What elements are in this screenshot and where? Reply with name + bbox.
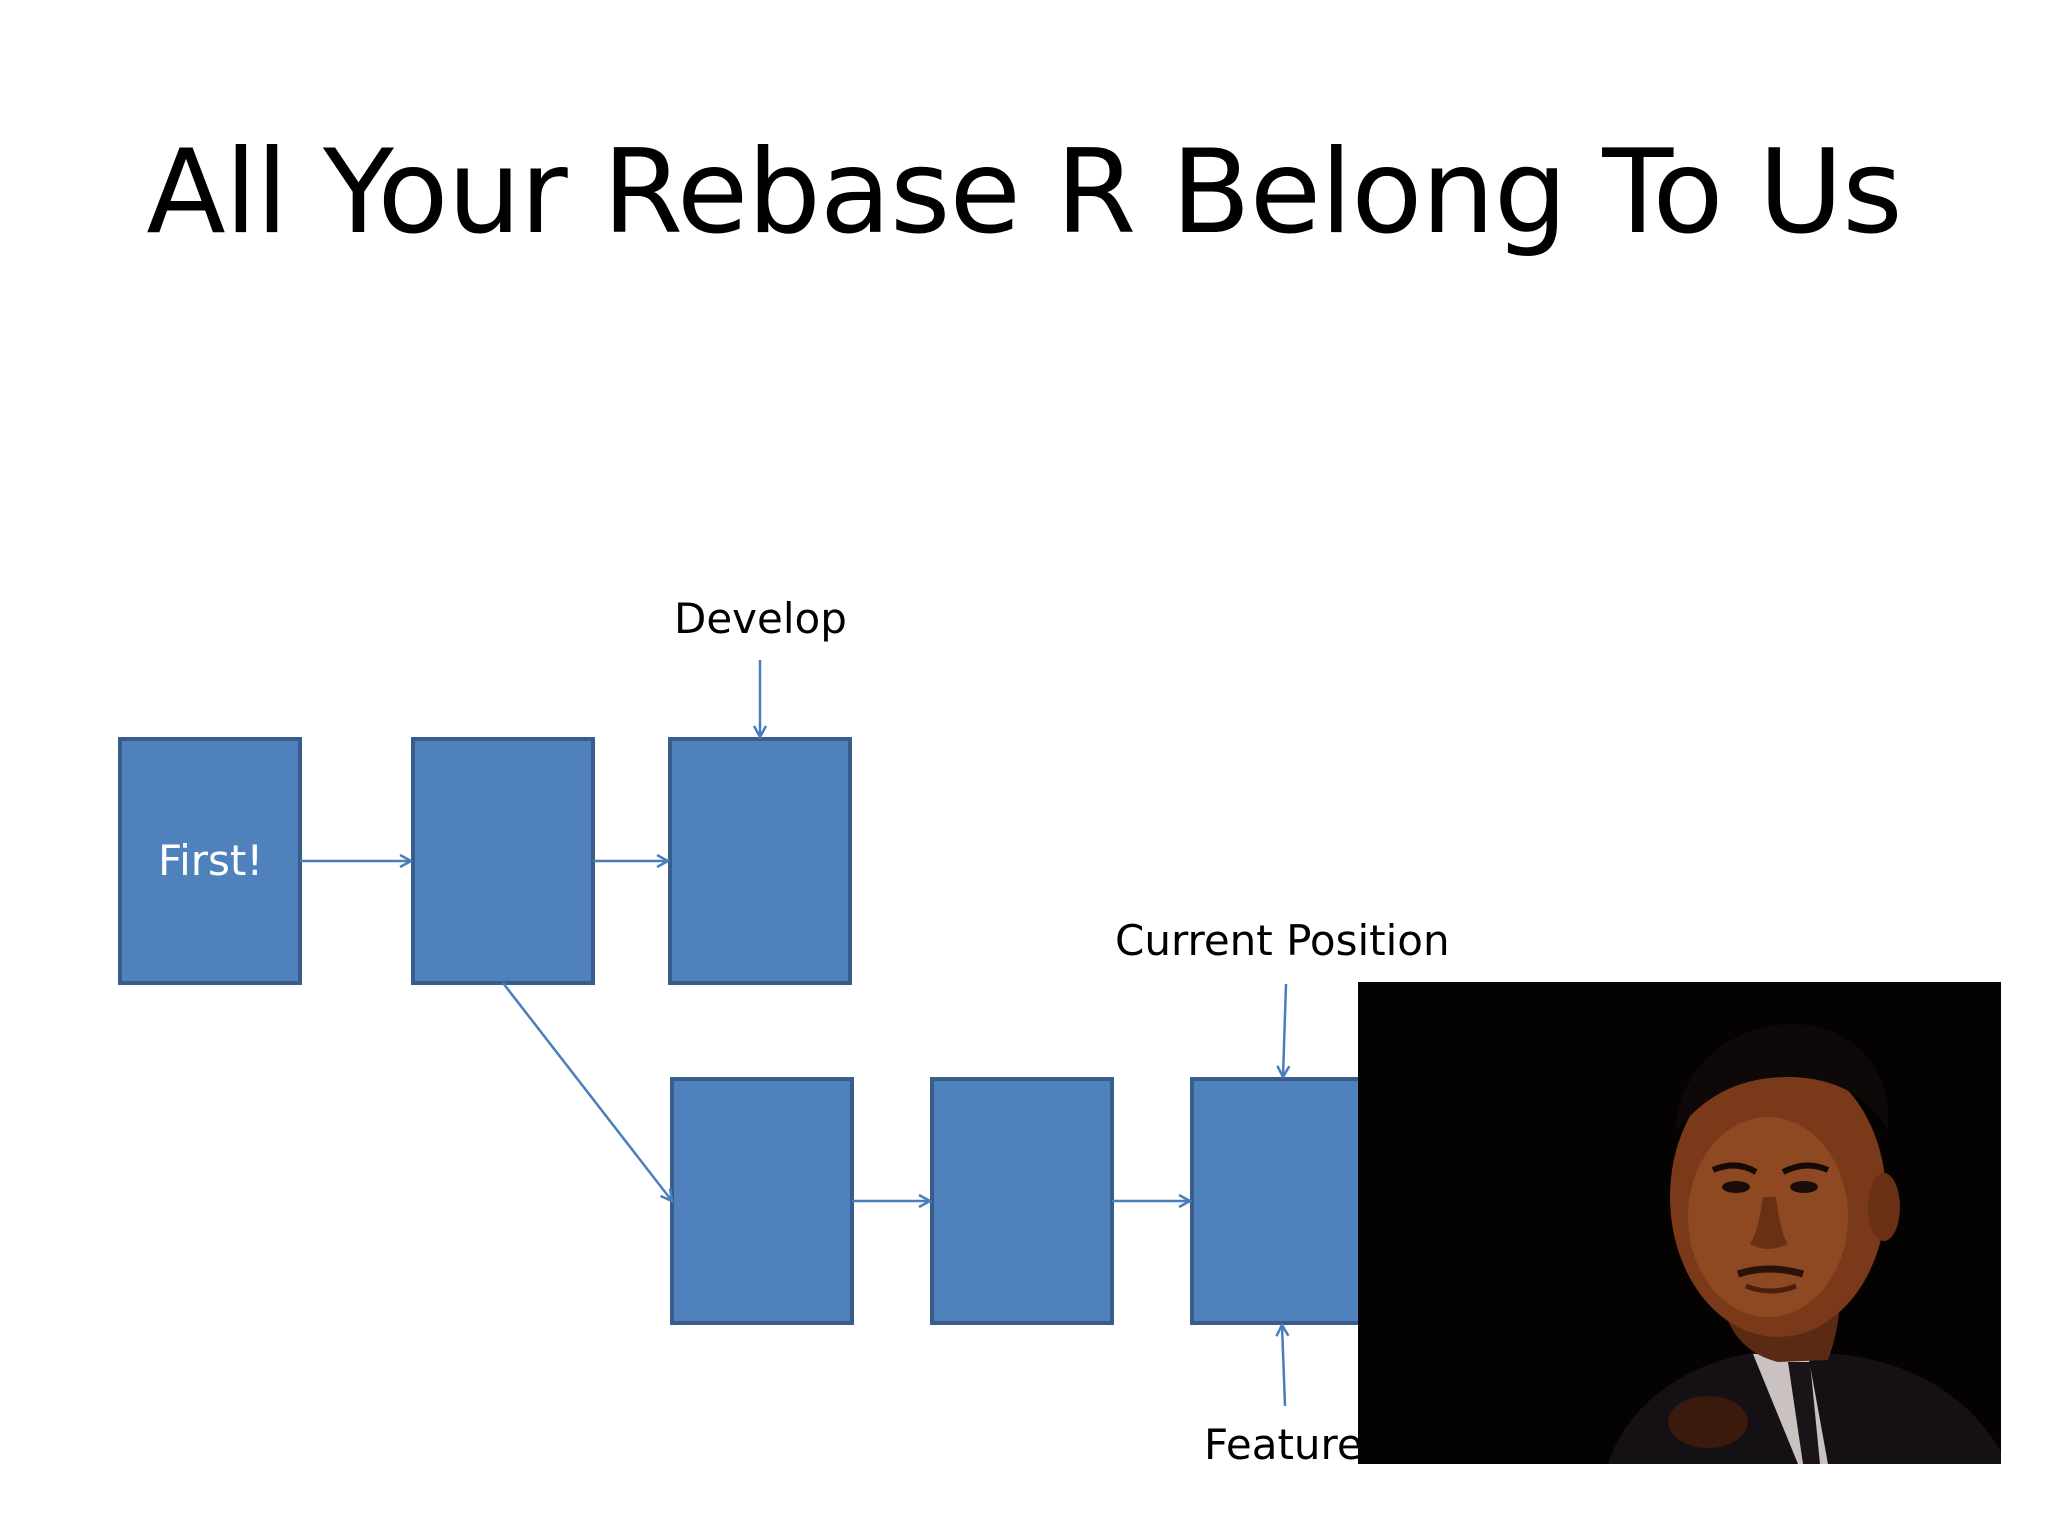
arrow-feature-pointer <box>1282 1325 1285 1407</box>
arrow-current-position-pointer <box>1283 983 1286 1077</box>
arrow-second-to-feature <box>502 982 672 1201</box>
first-commit-label: First! <box>158 836 264 885</box>
commit-box-develop-head <box>668 737 852 985</box>
commit-box-feature-2 <box>930 1077 1114 1325</box>
commit-box-feature-1 <box>670 1077 854 1325</box>
develop-label: Develop <box>674 594 847 643</box>
commit-box-feature-head <box>1190 1077 1374 1325</box>
current-position-label: Current Position <box>1115 916 1450 965</box>
slide-title: All Your Rebase R Belong To Us <box>146 125 1902 260</box>
portrait-icon <box>1358 982 2001 1464</box>
commit-box-first <box>118 737 302 985</box>
feature-label: Feature <box>1204 1420 1363 1469</box>
portrait-photo <box>1358 982 2001 1464</box>
commit-box-develop-2 <box>411 737 595 985</box>
